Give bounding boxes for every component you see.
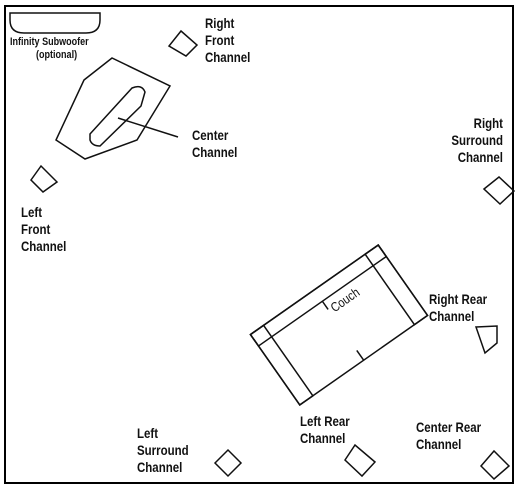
center-channel-label: Center Channel [192,127,238,160]
tv-screen [89,85,146,147]
tv-cabinet [55,57,172,160]
left-surround-speaker [213,448,243,478]
right-rear-label: Right Rear Channel [429,291,488,324]
left-front-label: Left Front Channel [21,204,67,254]
center-rear-label: Center Rear Channel [416,419,482,452]
left-rear-label: Left Rear Channel [300,413,350,446]
left-rear-speaker [344,443,377,478]
right-front-speaker [167,29,199,57]
center-channel-pointer [117,117,179,138]
right-surround-label: Right Surround Channel [451,115,503,165]
left-front-speaker [30,164,59,193]
right-surround-speaker [482,176,516,206]
center-rear-speaker [479,449,511,481]
subwoofer-note: (optional) [36,49,78,61]
subwoofer-label: Infinity Subwoofer [10,36,89,48]
left-surround-label: Left Surround Channel [137,425,189,475]
couch [249,243,429,407]
room-outline [4,5,514,484]
subwoofer-shape [9,12,101,34]
right-front-label: Right Front Channel [205,15,251,65]
right-rear-speaker [474,325,498,355]
